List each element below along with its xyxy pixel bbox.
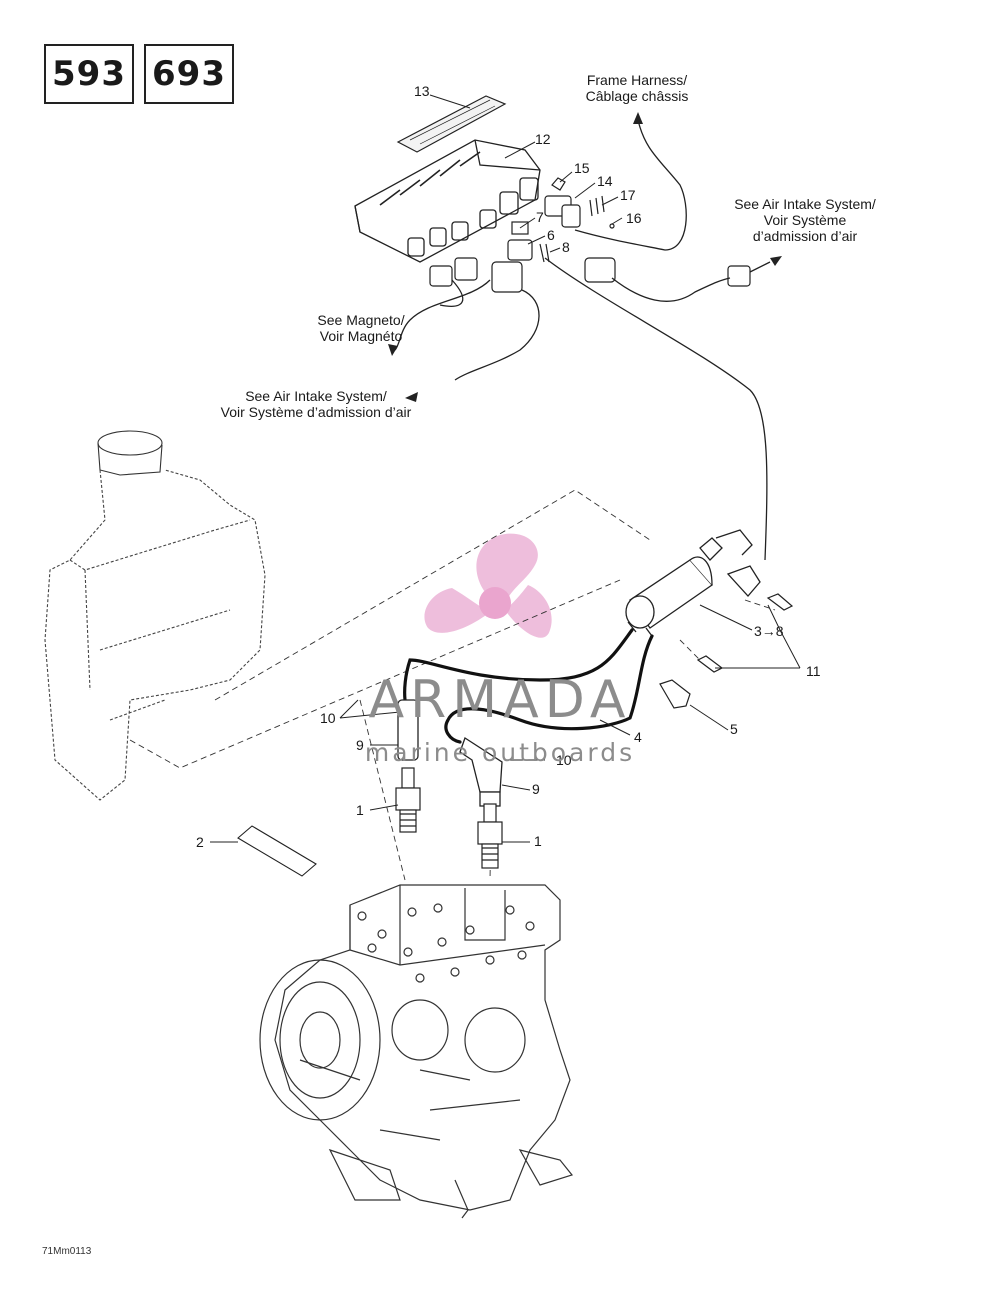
figure-code: 71Mm0113 [42,1246,92,1257]
part-number-14: 14 [597,173,613,189]
wire-harness [394,119,771,561]
engine-badge-693: 693 [144,44,234,104]
decal [396,95,507,153]
watermark-brand: ARMADA [368,670,632,730]
callout-air-intake-right: See Air Intake System/ Voir Système d’ad… [708,196,902,244]
callout-line: Voir Système [763,212,847,228]
part-number-4: 4 [634,729,642,745]
callout-line: d’admission d’air [752,228,858,244]
callout-frame-harness: Frame Harness/ Câblage châssis [562,72,712,104]
part-number-15: 15 [574,160,590,176]
callout-line: Voir Système d’admission d’air [220,404,412,420]
leader-lines [210,94,801,843]
part-number-2: 2 [196,834,204,850]
part-number-13: 13 [414,83,430,99]
watermark-tagline: marine outboards [364,738,636,767]
oil-tank [44,430,266,801]
callout-line: Frame Harness/ [586,72,688,88]
ignition-module [354,139,541,263]
part-number-10-left: 10 [320,710,336,726]
callout-line: Câblage châssis [585,88,689,104]
part-number-5: 5 [730,721,738,737]
armada-propeller-logo [424,533,552,638]
spark-plugs [395,767,503,869]
connectors-small [429,177,751,293]
feeler-strip [237,825,317,877]
part-number-8: 8 [562,239,570,255]
engine-badge-593: 593 [44,44,134,104]
part-number-10-right: 10 [556,752,572,768]
high-tension-leads [403,628,654,744]
callout-line: See Air Intake System/ [734,196,876,212]
part-number-3-8: 3→8 [754,623,784,639]
part-number-6: 6 [547,227,555,243]
callout-air-intake-left: See Air Intake System/ Voir Système d’ad… [186,388,446,420]
part-number-1-left: 1 [356,802,364,818]
part-number-7: 7 [536,209,544,225]
callout-magneto: See Magneto/ Voir Magnéto [296,312,426,344]
callout-line: See Magneto/ [317,312,405,328]
part-number-11: 11 [806,663,821,679]
engine-block [259,884,574,1219]
part-number-12: 12 [535,131,551,147]
callout-line: See Air Intake System/ [245,388,387,404]
part-number-1-right: 1 [534,833,542,849]
part-number-9-left: 9 [356,737,364,753]
fasteners [659,593,794,709]
part-number-9-right: 9 [532,781,540,797]
part-number-16: 16 [626,210,642,226]
callout-line: Voir Magnéto [319,328,403,344]
ignition-coil [625,529,761,637]
spark-plug-caps [397,699,503,807]
part-number-17: 17 [620,187,636,203]
arrowheads [388,112,782,402]
